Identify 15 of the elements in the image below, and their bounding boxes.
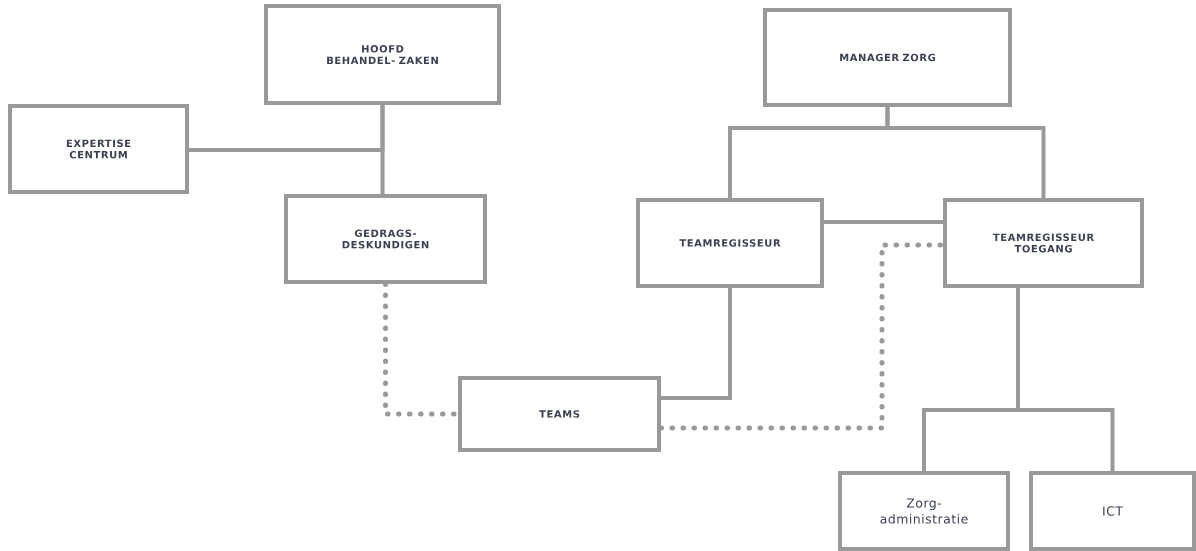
connector-line	[885, 107, 1046, 198]
connector-line	[661, 288, 732, 400]
org-box: TEAMREGISSEUR	[636, 198, 824, 288]
org-box: TEAMREGISSEUR TOEGANG	[943, 198, 1144, 288]
org-box: GEDRAGS- DESKUNDIGEN	[284, 194, 487, 284]
org-box: TEAMS	[458, 376, 661, 452]
connector-line	[1016, 288, 1115, 471]
org-box: HOOFD BEHANDEL- ZAKEN	[264, 4, 501, 105]
connector-line	[824, 220, 943, 224]
org-box: ICT	[1029, 471, 1196, 551]
connector-line	[380, 105, 385, 194]
dotted-connector	[658, 242, 946, 431]
org-box: Zorg- administratie	[838, 471, 1010, 551]
org-box: EXPERTISE CENTRUM	[8, 104, 189, 194]
org-box: MANAGER ZORG	[763, 8, 1012, 107]
